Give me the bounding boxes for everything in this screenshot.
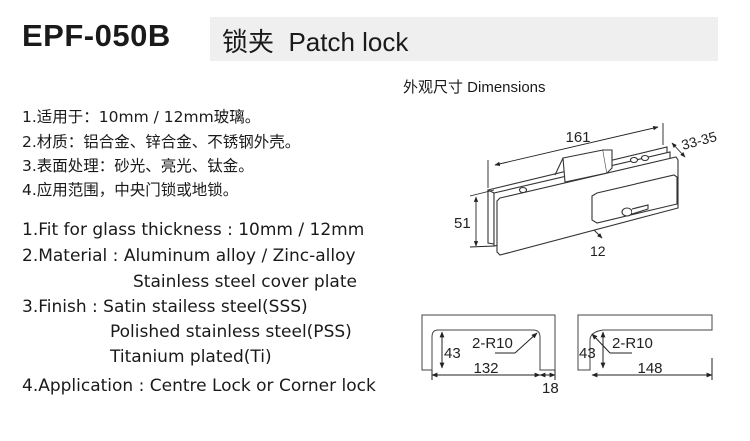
right-width: 148 xyxy=(637,360,662,377)
left-gap: 18 xyxy=(542,380,559,397)
dim-height: 51 xyxy=(454,215,471,232)
lock-box xyxy=(591,174,678,224)
left-radius: 2-R10 xyxy=(472,335,513,352)
spec-en-3: 3.Finish : Satin stailess steel(SSS) xyxy=(22,297,308,317)
patch-lock-isometric xyxy=(487,146,679,256)
right-height: 43 xyxy=(579,345,596,362)
model-number: EPF-050B xyxy=(22,18,171,53)
dim-depth: 33-35 xyxy=(680,128,719,153)
dimension-lines xyxy=(469,123,686,248)
spec-cn-4: 4.应用范围，中央门锁或地锁。 xyxy=(22,181,239,199)
title-bar xyxy=(210,17,718,61)
dim-length: 161 xyxy=(565,129,590,146)
spec-en-3c: Titanium plated(Ti) xyxy=(110,347,272,367)
spec-cn-3: 3.表面处理：砂光、亮光、钛金。 xyxy=(22,157,254,175)
spec-en-2b: Stainless steel cover plate xyxy=(133,272,357,292)
screw-icon xyxy=(518,186,528,194)
dim-offset: 12 xyxy=(590,243,606,259)
left-width: 132 xyxy=(473,360,498,377)
spec-cn-1: 1.适用于：10mm / 12mm玻璃。 xyxy=(22,108,261,126)
profile-left xyxy=(421,314,556,380)
profile-right xyxy=(577,314,713,380)
spec-en-1: 1.Fit for glass thickness : 10mm / 12mm xyxy=(22,220,365,240)
right-radius: 2-R10 xyxy=(612,335,653,352)
spec-cn-2: 2.材质：铝合金、锌合金、不锈钢外壳。 xyxy=(22,133,301,151)
spec-en-3b: Polished stainless steel(PSS) xyxy=(110,322,352,342)
keyhole-icon xyxy=(621,207,633,217)
spec-en-4: 4.Application : Centre Lock or Corner lo… xyxy=(22,376,376,396)
dimensions-label: 外观尺寸 Dimensions xyxy=(403,79,546,96)
spec-en-2: 2.Material : Aluminum alloy / Zinc-alloy xyxy=(22,246,356,266)
product-title: 锁夹 Patch lock xyxy=(222,27,409,57)
left-height: 43 xyxy=(444,345,461,362)
